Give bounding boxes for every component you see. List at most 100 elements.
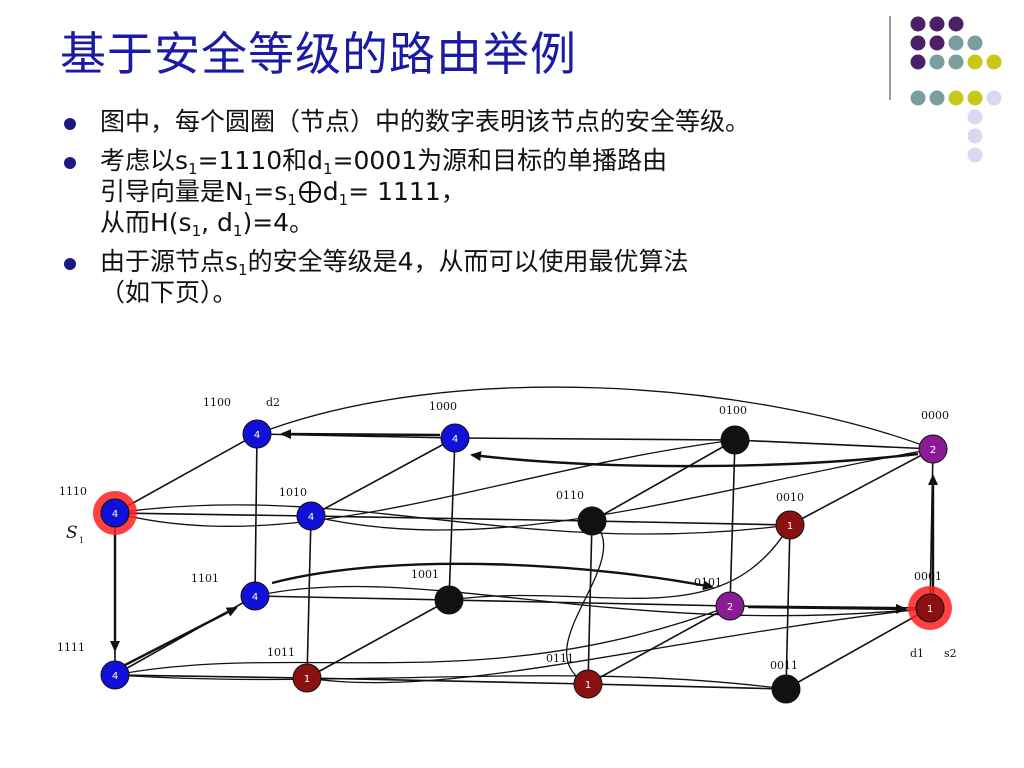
bullet-dot-icon <box>64 258 76 270</box>
bullet-3-line2: （如下页）。 <box>100 278 238 307</box>
node-circle <box>915 593 945 623</box>
arrow-layer <box>110 429 938 667</box>
edge-1000-1010 <box>310 437 456 517</box>
curve-edge-0 <box>256 386 934 450</box>
node-0110: 0110 <box>556 489 607 536</box>
node-label: 0011 <box>770 659 798 672</box>
decorative-dot <box>948 16 964 32</box>
curve-edge-6 <box>306 607 931 684</box>
edge-0100-0101 <box>729 439 736 607</box>
node-circle <box>100 660 130 690</box>
node-circle <box>577 506 607 536</box>
decorative-dot <box>910 54 926 70</box>
edge-1110-1010 <box>114 512 312 517</box>
edge-1101-1001 <box>254 595 450 601</box>
node-1101: 4 1101 <box>191 572 270 611</box>
node-1010: 4 1010 <box>279 486 326 531</box>
node-circle <box>771 674 801 704</box>
decorative-dot <box>910 90 926 106</box>
edge-0001-0011 <box>785 607 931 690</box>
node-circle <box>296 501 326 531</box>
curve-edge-5 <box>114 605 731 676</box>
node-label: 0001 <box>914 570 942 583</box>
node-value: 4 <box>452 434 458 445</box>
curve-edge-9 <box>565 520 605 685</box>
edge-1000-1001 <box>448 437 456 601</box>
edge-1010-1011 <box>306 515 312 679</box>
node-label: 0111 <box>546 652 574 665</box>
route-arrow-1 <box>470 451 919 468</box>
page-title: 基于安全等级的路由举例 <box>60 27 577 81</box>
node-label: 1000 <box>429 400 457 413</box>
node-value: 1 <box>927 604 933 615</box>
node-0001: 1 0001 <box>908 570 952 630</box>
node-value: 4 <box>252 592 258 603</box>
edge-layer <box>114 386 934 690</box>
decorative-dot <box>929 16 945 32</box>
label-s1-sub: 1 <box>79 536 84 545</box>
bullet-2-line3: 从而H(s1, d1)=4。 <box>100 208 315 240</box>
node-label: 1100 <box>203 396 231 409</box>
bullet-item-3: 由于源节点s1的安全等级是4，从而可以使用最优算法 （如下页）。 <box>60 246 990 308</box>
edge-0100-0110 <box>591 439 736 522</box>
curve-edge-4 <box>254 585 931 617</box>
node-label: 0101 <box>694 576 722 589</box>
decorative-dot <box>929 90 945 106</box>
decorative-dot <box>967 54 983 70</box>
node-circle <box>434 585 464 615</box>
decorative-dot <box>967 35 983 51</box>
decorative-dot <box>948 54 964 70</box>
xor-icon <box>298 181 321 203</box>
node-value: 4 <box>112 671 118 682</box>
edge-1000-0100 <box>454 437 736 441</box>
label-d2: d2 <box>266 396 280 409</box>
edge-0110-0111 <box>587 520 593 685</box>
node-circle <box>720 425 750 455</box>
edge-0000-0010 <box>789 448 934 526</box>
bullet-dot-icon <box>64 157 76 169</box>
node-label: 1010 <box>279 486 307 499</box>
edge-0111-0011 <box>587 683 787 690</box>
node-circle <box>292 663 322 693</box>
decorative-dot <box>967 128 983 144</box>
curve-edge-7 <box>114 674 787 690</box>
decorative-dot <box>948 35 964 51</box>
route-arrow-5 <box>747 603 907 614</box>
edge-1100-1110 <box>114 433 258 514</box>
node-value: 1 <box>585 680 591 691</box>
bullet-3-line1: 由于源节点s1的安全等级是4，从而可以使用最优算法 <box>100 247 689 279</box>
edge-1001-1011 <box>306 599 450 679</box>
node-label: 0000 <box>921 409 949 422</box>
bullet-dot-icon <box>64 118 76 130</box>
decorative-dot-grid <box>910 16 1002 163</box>
label-s2: s2 <box>944 647 957 660</box>
route-arrow-4 <box>271 562 714 591</box>
node-circle <box>918 434 948 464</box>
node-0011: 0011 <box>770 659 801 704</box>
node-0100: 0100 <box>719 404 750 455</box>
node-circle <box>440 423 470 453</box>
decorative-dot <box>967 147 983 163</box>
node-label: 1101 <box>191 572 219 585</box>
title-divider <box>889 16 891 100</box>
label-s1: S <box>66 523 78 543</box>
node-value: 4 <box>112 509 118 520</box>
node-value: 2 <box>930 445 936 456</box>
label-d1: d1 <box>910 647 924 660</box>
curve-edge-8 <box>448 524 791 601</box>
route-arrow-0 <box>280 429 441 440</box>
node-circle <box>240 581 270 611</box>
edge-1111-1011 <box>114 674 308 679</box>
decorative-dot <box>910 16 926 32</box>
node-label: 1011 <box>267 646 295 659</box>
node-value: 4 <box>308 512 314 523</box>
